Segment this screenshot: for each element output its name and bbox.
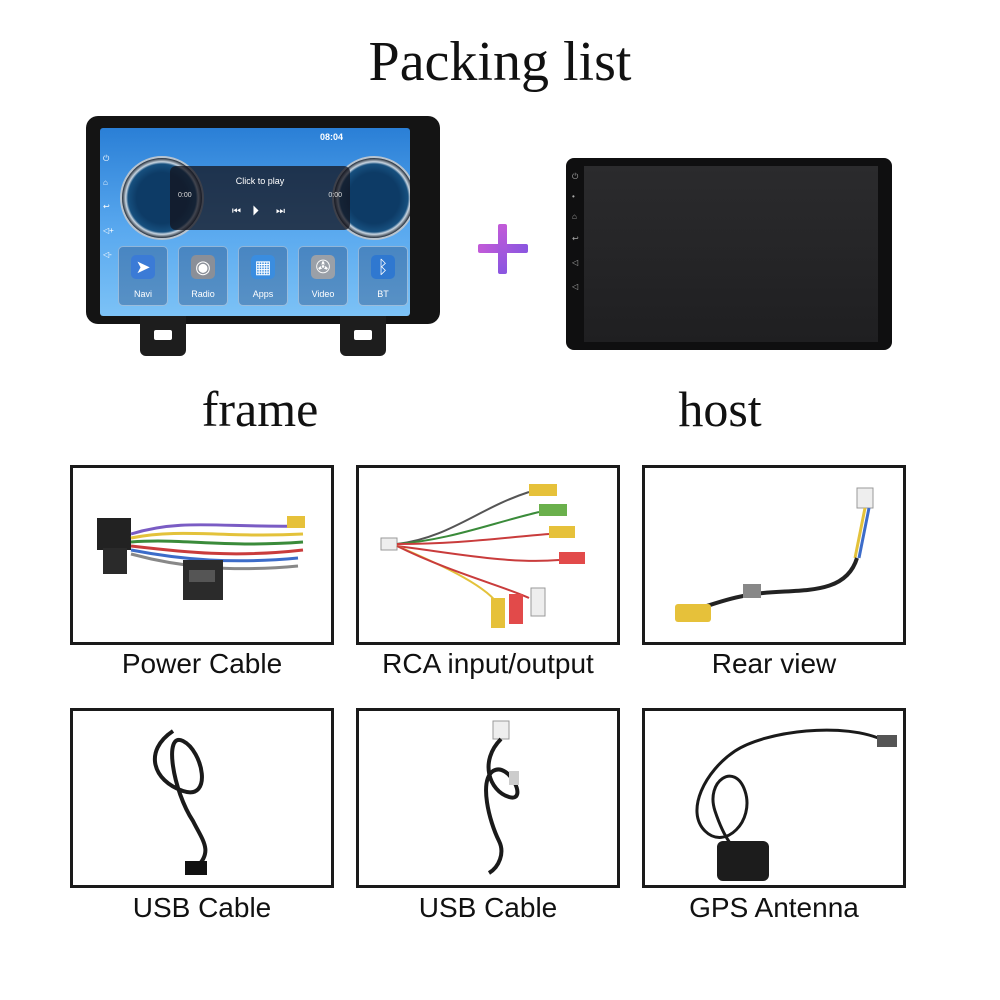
frame-mount-tab-left bbox=[140, 316, 186, 356]
power-cable-illustration bbox=[97, 516, 305, 600]
play-icon: ⏵ bbox=[252, 202, 259, 218]
power-cable-box bbox=[70, 465, 334, 645]
head-unit-frame-image: 08:04 ⏻ ⌂ ↩ ◁+ ◁- Click to play 0:00 0:0… bbox=[86, 116, 440, 356]
app-navi: ➤ Navi bbox=[118, 246, 168, 306]
gps-antenna-illustration bbox=[695, 728, 897, 881]
item-label-usb-1: USB Cable bbox=[132, 892, 272, 923]
item-label-gps: GPS Antenna bbox=[689, 892, 859, 923]
previous-icon: ⏮ bbox=[232, 206, 241, 217]
app-bt: ᛒ BT bbox=[358, 246, 408, 306]
volume-down-icon: ◁- bbox=[103, 250, 112, 259]
host-vol-down-icon: ◁ bbox=[572, 282, 579, 291]
host-screen bbox=[584, 166, 878, 342]
host-back-icon: ↩ bbox=[572, 234, 579, 243]
frame-caption: frame bbox=[201, 381, 319, 437]
item-label-usb-2: USB Cable bbox=[418, 892, 558, 923]
media-click-to-play: Click to play bbox=[235, 176, 285, 186]
volume-up-icon: ◁+ bbox=[103, 226, 114, 235]
rca-box bbox=[356, 465, 620, 645]
item-label-rear-view: Rear view bbox=[711, 648, 837, 679]
item-label-rca: RCA input/output bbox=[382, 648, 594, 679]
apps-grid-icon: ▦ bbox=[251, 255, 275, 279]
home-icon: ⌂ bbox=[103, 178, 108, 187]
host-unit-image: ⏻ • ⌂ ↩ ◁ ◁ bbox=[566, 158, 892, 350]
radio-icon: ◉ bbox=[191, 255, 215, 279]
film-reel-icon: ✇ bbox=[311, 255, 335, 279]
page-title: Packing list bbox=[368, 31, 632, 93]
rca-cable-illustration bbox=[380, 484, 585, 628]
usb-cable-illustration-1 bbox=[152, 729, 208, 875]
status-bar: 08:04 bbox=[100, 128, 410, 146]
frame-mount-tab-right bbox=[340, 316, 386, 356]
host-home-icon: ⌂ bbox=[572, 212, 577, 221]
app-video: ✇ Video bbox=[298, 246, 348, 306]
media-end-time: 0:00 bbox=[328, 192, 342, 199]
rear-view-cable-illustration bbox=[675, 487, 874, 622]
media-player-widget: Click to play 0:00 0:00 ⏮ ⏵ ⏭ bbox=[170, 166, 350, 230]
media-start-time: 0:00 bbox=[178, 192, 192, 199]
bluetooth-icon: ᛒ bbox=[371, 255, 395, 279]
gps-antenna-box bbox=[642, 708, 906, 888]
host-mic-icon: • bbox=[572, 192, 575, 201]
back-icon: ↩ bbox=[103, 202, 110, 211]
plus-icon bbox=[478, 224, 528, 274]
power-icon: ⏻ bbox=[103, 154, 110, 163]
host-caption: host bbox=[678, 381, 762, 437]
navigation-icon: ➤ bbox=[131, 255, 155, 279]
usb-cable-illustration-2 bbox=[484, 720, 520, 875]
usb-cable-box-2 bbox=[356, 708, 620, 888]
rear-view-box bbox=[642, 465, 906, 645]
clock-time: 08:04 bbox=[320, 132, 344, 142]
head-unit-screen: 08:04 ⏻ ⌂ ↩ ◁+ ◁- Click to play 0:00 0:0… bbox=[100, 128, 410, 316]
host-power-icon: ⏻ bbox=[572, 172, 579, 181]
app-apps: ▦ Apps bbox=[238, 246, 288, 306]
usb-cable-box-1 bbox=[70, 708, 334, 888]
app-radio: ◉ Radio bbox=[178, 246, 228, 306]
next-icon: ⏭ bbox=[276, 206, 285, 217]
item-label-power-cable: Power Cable bbox=[121, 648, 283, 679]
host-vol-up-icon: ◁ bbox=[572, 258, 579, 267]
